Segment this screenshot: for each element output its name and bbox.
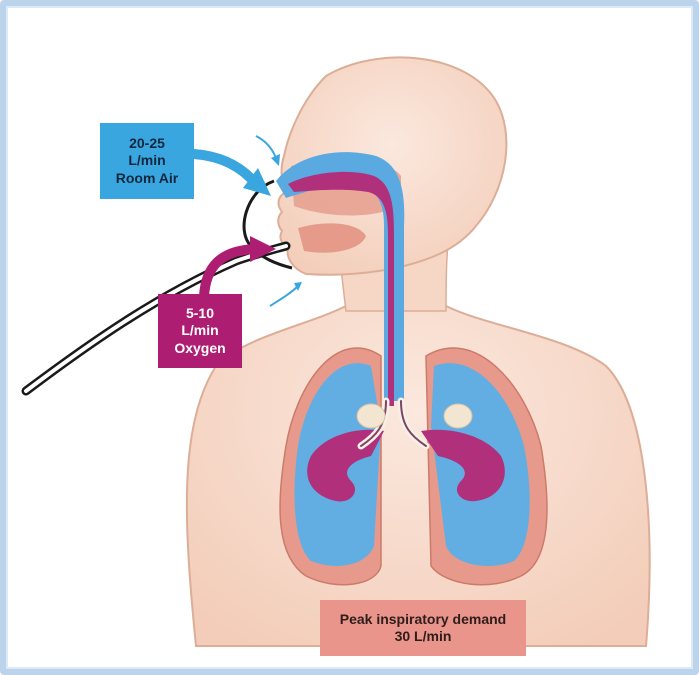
oxygen-name: Oxygen [174, 340, 225, 357]
torso [187, 256, 650, 646]
peak-demand-value: 30 L/min [395, 628, 452, 645]
room-air-name: Room Air [116, 170, 178, 187]
small-air-arrow-bottom [270, 286, 298, 306]
oxygen-unit: L/min [181, 322, 218, 339]
respiratory-illustration [6, 6, 699, 675]
room-air-rate: 20-25 [129, 135, 165, 152]
oxygen-label: 5-10 L/min Oxygen [158, 294, 242, 368]
room-air-arrow [194, 154, 256, 184]
peak-demand-title: Peak inspiratory demand [340, 611, 507, 628]
small-air-arrow-top [256, 136, 276, 158]
room-air-label: 20-25 L/min Room Air [100, 123, 194, 199]
room-air-unit: L/min [128, 152, 165, 169]
heart-area [357, 404, 385, 428]
oxygen-rate: 5-10 [186, 305, 214, 322]
peak-demand-label: Peak inspiratory demand 30 L/min [320, 600, 526, 656]
